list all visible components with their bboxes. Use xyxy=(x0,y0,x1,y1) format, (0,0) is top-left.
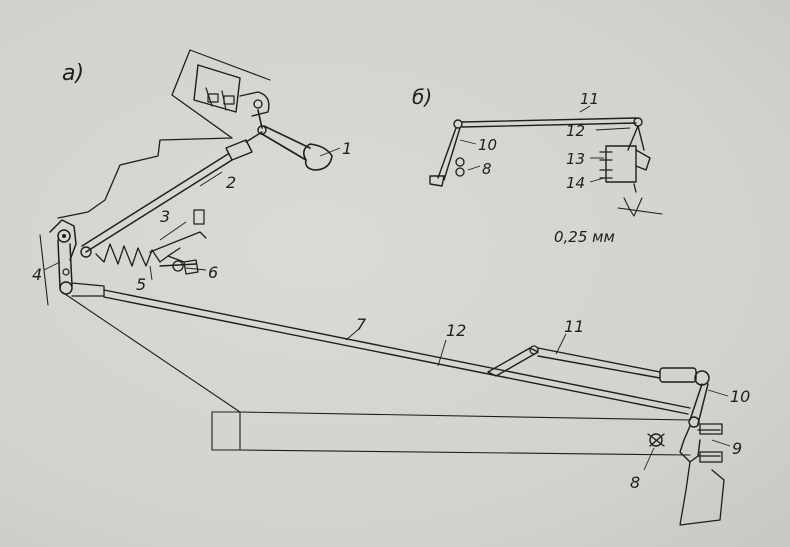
detail-label-12: 12 xyxy=(566,122,585,140)
return-spring-5 xyxy=(95,243,185,267)
detail-label-14: 14 xyxy=(566,174,585,192)
detail-label-10: 10 xyxy=(478,136,497,154)
panel-a-label: а) xyxy=(62,61,84,86)
label-5: 5 xyxy=(136,275,146,294)
label-6: 6 xyxy=(208,263,218,282)
switch-block-9 xyxy=(679,423,725,526)
panel-b-label: б) xyxy=(412,85,432,109)
stop-screw-8 xyxy=(647,433,665,447)
label-7: 7 xyxy=(356,315,367,334)
adjusting-stop-6 xyxy=(159,259,199,275)
floor-frame xyxy=(61,291,691,456)
long-rod-7 xyxy=(71,282,691,415)
label-11: 11 xyxy=(564,317,584,336)
leader-lines-a xyxy=(43,147,731,471)
pivot-bracket-4 xyxy=(49,219,92,295)
detail-b-mechanism xyxy=(429,117,663,217)
gap-dimension-label: 0,25 мм xyxy=(554,228,615,246)
label-10: 10 xyxy=(730,387,750,406)
detail-label-13: 13 xyxy=(566,150,585,168)
actuator-cylinder xyxy=(193,64,270,117)
lever-10 xyxy=(688,370,710,428)
detail-label-8: 8 xyxy=(482,160,492,178)
label-4: 4 xyxy=(32,265,42,284)
label-2: 2 xyxy=(226,173,236,192)
label-8: 8 xyxy=(630,473,640,492)
label-12: 12 xyxy=(446,321,466,340)
label-9: 9 xyxy=(732,439,742,458)
detail-label-11: 11 xyxy=(580,90,599,108)
label-3: 3 xyxy=(160,207,170,226)
label-1: 1 xyxy=(342,139,352,158)
bracket-3 xyxy=(149,209,207,253)
leader-lines-b xyxy=(459,105,631,183)
lever-11 xyxy=(487,345,697,383)
pedal-lever-1 xyxy=(257,109,333,171)
rod-2 xyxy=(81,131,263,253)
